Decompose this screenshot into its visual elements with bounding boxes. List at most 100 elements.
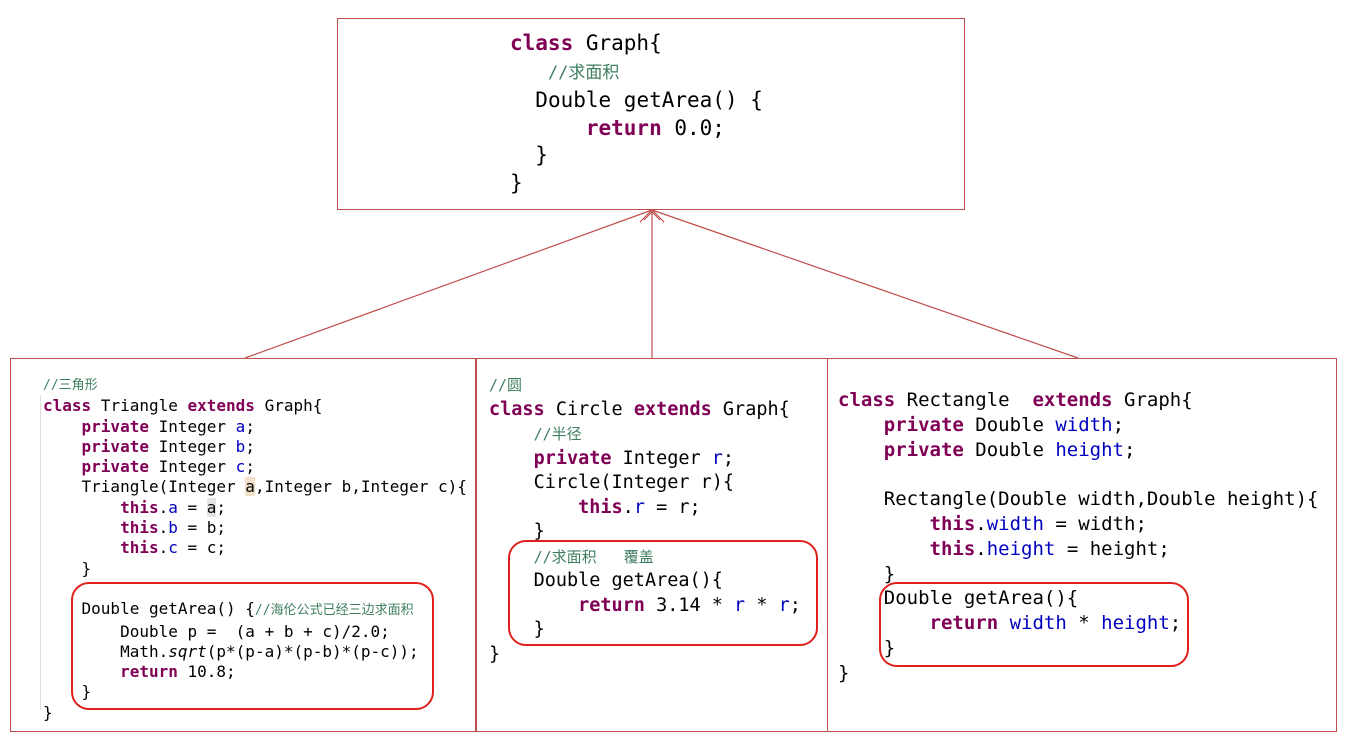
punct: ; [1169, 612, 1182, 635]
expression: 3.14 * [644, 594, 735, 616]
punct: ; [689, 496, 701, 518]
punct: ; [1158, 537, 1170, 560]
keyword: private [81, 436, 149, 456]
constructor: Circle(Integer [533, 472, 701, 493]
type: Double [963, 413, 1056, 436]
keyword: class [510, 31, 574, 55]
param: b [206, 518, 217, 538]
type: Integer [611, 447, 712, 469]
expression: = (a + b + c)/2.0; [197, 621, 390, 641]
method-call: sqrt [168, 641, 207, 661]
constructor: ,Double [1135, 488, 1227, 511]
param: a [206, 497, 217, 517]
punct: ; [1112, 413, 1125, 436]
punct: = [1043, 512, 1079, 535]
punct: ; [789, 594, 801, 616]
keyword: this [929, 537, 976, 560]
param: a [245, 477, 255, 497]
keyword: class [43, 396, 92, 416]
punct: ; [216, 518, 227, 538]
brace: } [81, 682, 92, 702]
class-name: Circle [544, 398, 634, 420]
keyword: this [120, 518, 159, 538]
punct: ; [216, 497, 227, 517]
comment: //求面积 覆盖 [533, 547, 654, 566]
param: width [1078, 512, 1136, 535]
graph-class-code: class Graph{ //求面积 Double getArea() { re… [510, 30, 763, 197]
triangle-class-box [10, 358, 476, 732]
rectangle-inherit-line [651, 209, 1079, 359]
method-signature: Double getArea(){ [533, 570, 723, 591]
punct: . [158, 497, 169, 517]
param: width [1078, 488, 1136, 511]
type: Double [120, 621, 188, 641]
field: height [1055, 438, 1124, 461]
brace: } [883, 562, 896, 585]
punct: ; [722, 447, 735, 469]
field: r [734, 594, 746, 616]
punct: . [975, 537, 987, 560]
punct: ; [1124, 438, 1136, 461]
expression: * [1066, 612, 1102, 635]
parent-name: Graph{ [254, 396, 323, 416]
constructor: Triangle(Integer [81, 477, 246, 497]
keyword: class [489, 398, 545, 420]
keyword: return [585, 115, 662, 140]
field: width [986, 512, 1044, 535]
brace: } [81, 558, 92, 578]
keyword: this [120, 538, 159, 558]
punct: . [158, 538, 169, 558]
brace: } [535, 143, 548, 167]
type: Double [963, 438, 1056, 461]
variable: p [187, 621, 198, 641]
constructor: ){ [1295, 488, 1319, 511]
brace: } [489, 643, 501, 665]
graph-class-box [337, 18, 965, 210]
arrowhead [643, 211, 661, 221]
class-name: Graph{ [573, 31, 662, 55]
field: r [711, 447, 723, 469]
editor-gutter [40, 395, 41, 710]
punct: = [177, 538, 207, 558]
constructor: ){ [711, 472, 735, 493]
keyword: private [883, 438, 964, 461]
field: height [1101, 612, 1170, 635]
punct: ; [245, 416, 255, 436]
keyword: return [578, 594, 645, 616]
rectangle-class-code: class Rectangle extends Graph{ private D… [838, 388, 1318, 686]
expression: (p*(p-a)*(p-b)*(p-c)); [206, 641, 419, 661]
keyword: extends [633, 398, 712, 420]
constructor: Rectangle(Double [883, 488, 1079, 511]
circle-getarea-highlight [508, 540, 818, 646]
comment: //三角形 [43, 378, 98, 393]
field: a [168, 497, 178, 517]
return-value: 10.8; [177, 662, 236, 682]
keyword: extends [1032, 389, 1113, 411]
rectangle-class-box [827, 358, 1337, 732]
field: b [235, 436, 246, 456]
param: height [1226, 488, 1296, 511]
keyword: private [81, 416, 149, 436]
keyword: private [81, 457, 149, 477]
type: Integer [148, 457, 236, 477]
param: r [700, 472, 712, 493]
field: width [1009, 612, 1067, 635]
class-name: Rectangle [895, 389, 1033, 411]
field: b [168, 518, 178, 538]
method-signature: Double getArea(){ [883, 587, 1079, 610]
brace: } [533, 521, 545, 542]
punct: ; [245, 457, 255, 477]
punct: . [975, 512, 987, 535]
comment: //求面积 [547, 62, 620, 83]
method-signature: Double getArea() { [535, 88, 763, 112]
triangle-getarea-highlight [71, 582, 434, 710]
param: c [206, 538, 217, 558]
punct: = [644, 496, 679, 518]
brace: } [510, 170, 523, 195]
type: Integer [148, 416, 236, 436]
keyword: class [838, 389, 896, 411]
parent-name: Graph{ [711, 398, 790, 420]
comment: //半径 [533, 425, 582, 443]
